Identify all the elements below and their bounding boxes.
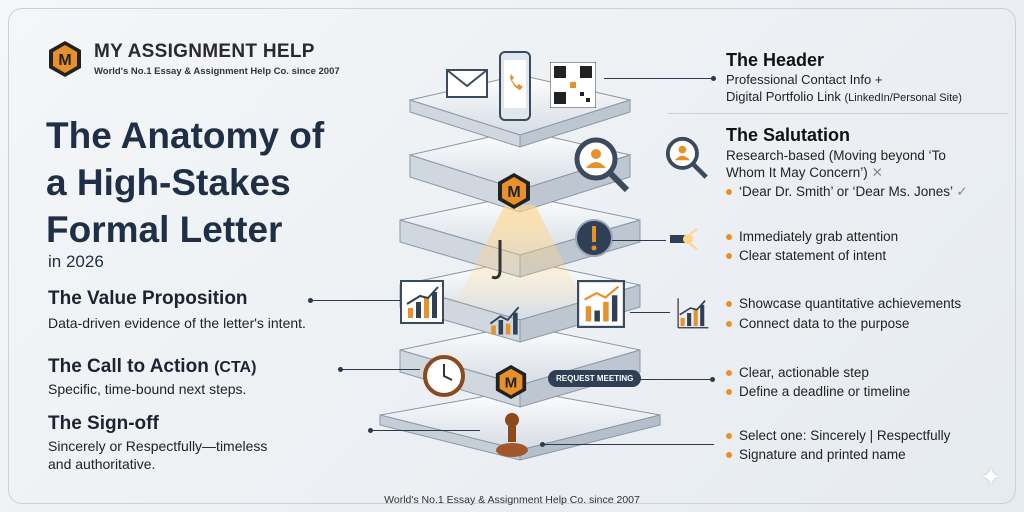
connector-dot — [540, 442, 545, 447]
footer-text: World's No.1 Essay & Assignment Help Co.… — [384, 494, 640, 506]
search-person-icon — [574, 137, 630, 193]
cta-heading-text: The Call to Action — [48, 356, 209, 377]
chart-icon — [677, 298, 709, 329]
salutation-heading: The Salutation — [726, 125, 851, 145]
brand-hex-icon: M — [498, 173, 530, 209]
cta-desc: Specific, time-bound next steps. — [48, 381, 247, 397]
connector-dot — [338, 367, 343, 372]
brand-name: MY ASSIGNMENT HELP — [94, 41, 315, 62]
salutation-desc: Research-based (Moving beyond ‘To — [726, 148, 946, 163]
value-proposition-heading: The Value Proposition — [48, 288, 248, 309]
value-bullet: Connect data to the purpose — [726, 314, 909, 333]
header-desc: Digital Portfolio Link (LinkedIn/Persona… — [726, 88, 962, 107]
title-line: Formal Letter — [46, 209, 283, 250]
cta-heading-suffix: (CTA) — [214, 359, 257, 376]
chart-icon — [400, 280, 444, 324]
search-person-icon — [665, 136, 708, 179]
value-bullet: Showcase quantitative achievements — [726, 294, 961, 313]
chart-icon — [577, 280, 625, 328]
value-proposition-desc: Data-driven evidence of the letter's int… — [48, 315, 306, 331]
page-title: The Anatomy of a High-Stakes Formal Lett… — [46, 112, 324, 253]
header-desc-text: Digital Portfolio Link — [726, 89, 841, 104]
header-desc-small: (LinkedIn/Personal Site) — [844, 92, 962, 104]
check-icon: ✓ — [956, 184, 968, 199]
letter-stack-illustration — [379, 74, 661, 461]
cta-bullet: Clear, actionable step — [726, 363, 869, 382]
chart-icon — [489, 306, 520, 335]
logo-icon: M — [49, 41, 81, 77]
cta-bullet-text: Clear, actionable step — [739, 365, 869, 380]
connector-line — [612, 240, 666, 241]
header-heading: The Header — [726, 50, 825, 70]
salutation-bullet-text: ‘Dear Dr. Smith’ or ‘Dear Ms. Jones’ — [739, 184, 953, 199]
salutation-desc: Whom It May Concern’) ✕ — [726, 164, 883, 181]
connector-line — [542, 444, 714, 445]
svg-text:M: M — [507, 184, 520, 201]
connector-line — [340, 369, 420, 370]
brand-tagline: World's No.1 Essay & Assignment Help Co.… — [94, 66, 340, 77]
header-desc: Professional Contact Info + — [726, 72, 883, 87]
hook-bullet: Immediately grab attention — [726, 227, 898, 246]
title-line: a High-Stakes — [46, 162, 291, 203]
connector-line — [310, 300, 400, 301]
signoff-bullet-text: Signature and printed name — [739, 447, 906, 462]
request-meeting-button[interactable]: REQUEST MEETING — [548, 370, 642, 387]
connector-line — [370, 430, 480, 431]
alert-icon — [575, 219, 613, 257]
title-year: in 2026 — [48, 252, 104, 271]
sparkle-icon: ✦ — [980, 462, 1002, 492]
clock-icon — [423, 355, 465, 397]
salutation-desc-text: Whom It May Concern’) — [726, 165, 868, 180]
svg-text:M: M — [58, 52, 71, 69]
stamp-icon — [496, 413, 528, 457]
connector-line — [630, 312, 670, 313]
connector-line — [604, 78, 714, 79]
value-bullet-text: Connect data to the purpose — [739, 316, 910, 331]
connector-dot — [368, 428, 373, 433]
value-bullet-text: Showcase quantitative achievements — [739, 296, 962, 311]
cta-bullet: Define a deadline or timeline — [726, 382, 910, 401]
cross-icon: ✕ — [871, 165, 883, 180]
connector-dot — [710, 377, 715, 382]
flashlight-icon — [670, 228, 698, 250]
cta-heading: The Call to Action (CTA) — [48, 356, 256, 378]
svg-text:M: M — [505, 375, 518, 392]
connector-dot — [308, 298, 313, 303]
qr-code-icon — [550, 62, 596, 108]
signoff-desc: and authoritative. — [48, 456, 156, 472]
signoff-desc: Sincerely or Respectfully—timeless — [48, 438, 268, 454]
signoff-heading: The Sign-off — [48, 413, 159, 434]
hook-bullet: Clear statement of intent — [726, 246, 886, 265]
hook-bullet-text: Immediately grab attention — [739, 229, 899, 244]
phone-icon — [499, 51, 531, 121]
cta-bullet-text: Define a deadline or timeline — [739, 384, 911, 399]
divider — [668, 113, 1008, 114]
salutation-bullet: ‘Dear Dr. Smith’ or ‘Dear Ms. Jones’ ✓ — [726, 182, 968, 201]
hook-bullet-text: Clear statement of intent — [739, 248, 887, 263]
envelope-icon — [446, 69, 488, 98]
signoff-bullet: Select one: Sincerely | Respectfully — [726, 426, 950, 445]
title-line: The Anatomy of — [46, 115, 325, 156]
frame — [8, 8, 1016, 504]
connector-line — [636, 379, 712, 380]
brand-hex-icon: M — [495, 364, 527, 400]
signoff-bullet: Signature and printed name — [726, 445, 906, 464]
signoff-bullet-text: Select one: Sincerely | Respectfully — [739, 428, 951, 443]
connector-dot — [711, 76, 716, 81]
